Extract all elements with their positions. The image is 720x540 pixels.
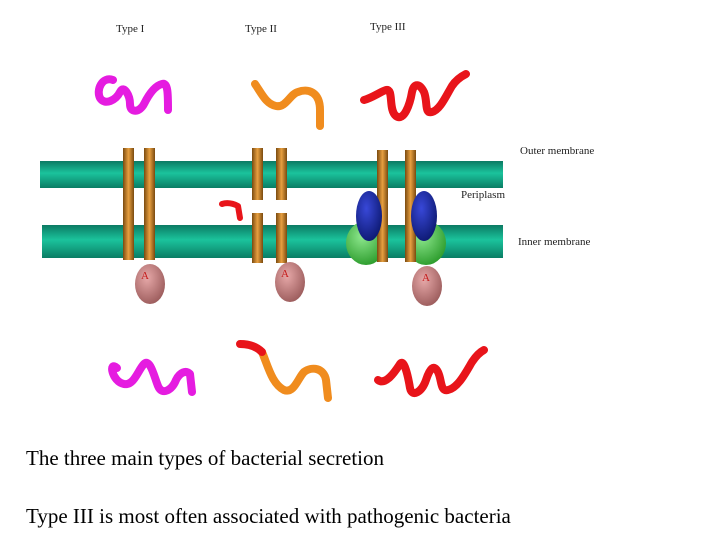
outer-membrane-label: Outer membrane [520, 145, 595, 157]
type2-protein-signal [236, 340, 266, 356]
type2-protein-periplasm [219, 200, 243, 221]
atpase-type1 [135, 264, 165, 304]
type2-label: Type II [245, 23, 277, 35]
type3-apparatus [346, 150, 446, 265]
atpase-type1-label: A [141, 270, 149, 282]
type1-protein-secreted [94, 75, 172, 115]
type2-protein-cytoplasm [258, 348, 332, 402]
type2-protein-secreted [251, 80, 324, 130]
caption-note: Type III is most often associated with p… [26, 504, 511, 528]
periplasm-label: Periplasm [461, 189, 505, 201]
atpase-type3-label: A [422, 272, 430, 284]
inner-membrane-label: Inner membrane [518, 236, 591, 248]
type3-protein-secreted [360, 70, 470, 122]
outer-membrane [40, 161, 503, 188]
type1-channel [123, 148, 155, 260]
type2-channel [252, 148, 287, 263]
type3-label: Type III [370, 21, 406, 33]
type3-protein-cytoplasm [374, 346, 488, 397]
caption-title: The three main types of bacterial secret… [26, 446, 385, 470]
atpase-type2 [275, 262, 305, 302]
type1-label: Type I [116, 23, 145, 35]
atpase-type3 [412, 266, 442, 306]
type1-protein-cytoplasm [108, 358, 196, 396]
atpase-type2-label: A [281, 268, 289, 280]
